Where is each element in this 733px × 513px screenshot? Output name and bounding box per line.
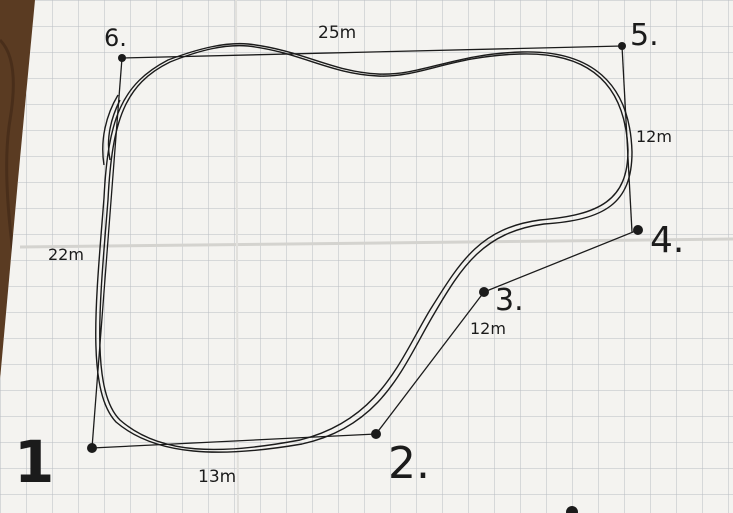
- point-label-4: 4.: [650, 220, 684, 261]
- point-label-6: 6.: [104, 24, 127, 52]
- straight-segments: [91, 45, 639, 449]
- segment-6-1: [91, 57, 123, 449]
- point-label-1: 1: [14, 428, 54, 496]
- paper-fold-horizontal: [19, 237, 733, 249]
- point-marker-partial: [566, 506, 578, 513]
- distance-label-top: 25m: [318, 23, 356, 43]
- point-marker-6: [118, 54, 126, 62]
- distance-label-left: 22m: [48, 245, 84, 264]
- point-label-5: 5.: [630, 18, 659, 53]
- point-marker-4: [633, 225, 643, 235]
- point-marker-5: [618, 42, 626, 50]
- point-label-3: 3.: [495, 283, 524, 318]
- curved-track-loop: [95, 42, 633, 453]
- distance-label-diagonal: 12m: [470, 319, 506, 338]
- point-label-2: 2.: [388, 438, 430, 489]
- distance-label-right: 12m: [636, 127, 672, 146]
- point-markers: [87, 42, 643, 513]
- distance-label-bottom: 13m: [198, 467, 236, 487]
- point-marker-1: [87, 443, 97, 453]
- point-marker-3: [479, 287, 489, 297]
- point-marker-2: [371, 429, 381, 439]
- segment-6-5: [121, 45, 623, 59]
- segment-3-4: [483, 229, 639, 293]
- segment-2-3: [375, 291, 485, 435]
- paper-fold-vertical: [235, 0, 239, 513]
